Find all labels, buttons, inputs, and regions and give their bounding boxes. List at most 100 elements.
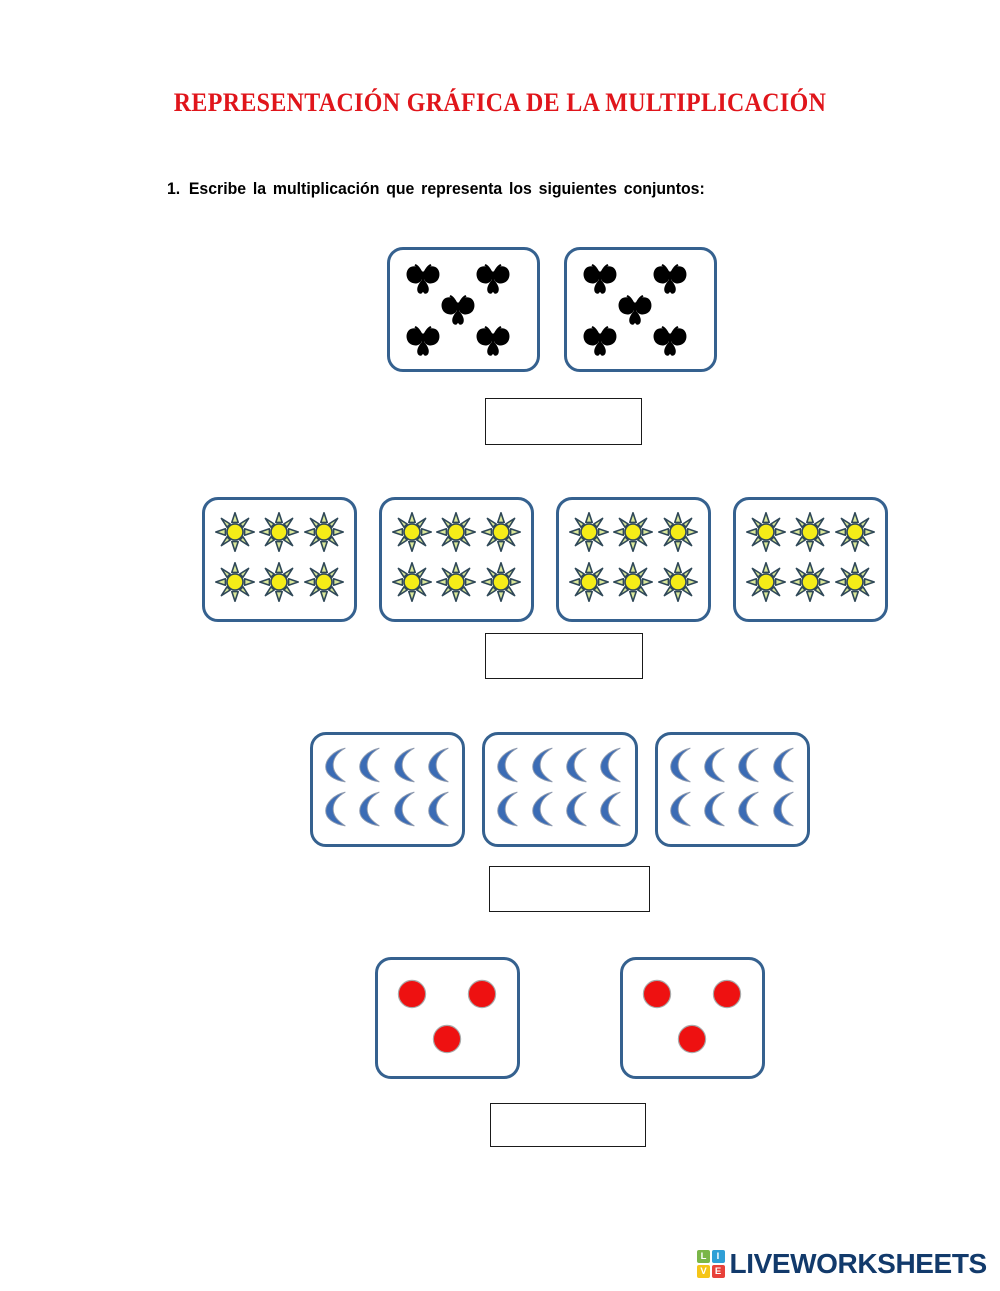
sun-icon bbox=[657, 561, 698, 607]
moon-icon bbox=[562, 790, 592, 833]
answer-box-suns[interactable] bbox=[485, 633, 643, 679]
sun-group-1 bbox=[202, 497, 357, 622]
sun-arrangement bbox=[559, 500, 708, 619]
butterfly-icon bbox=[581, 264, 619, 301]
butterfly-icon bbox=[404, 264, 442, 301]
logo-letter-i: I bbox=[711, 1250, 725, 1264]
butterfly-arrangement bbox=[390, 250, 537, 369]
circle-group-row bbox=[375, 957, 765, 1079]
sun-icon bbox=[259, 561, 300, 607]
sun-arrangement bbox=[382, 500, 531, 619]
answer-box-moons[interactable] bbox=[489, 866, 650, 912]
butterfly-icon bbox=[474, 264, 512, 301]
sun-icon bbox=[613, 512, 654, 557]
answer-box-butterflies[interactable] bbox=[485, 398, 642, 445]
circle-icon bbox=[431, 1023, 463, 1060]
circle-arrangement bbox=[623, 960, 762, 1076]
moon-icon bbox=[666, 746, 696, 789]
moon-icon bbox=[666, 790, 696, 833]
sun-icon bbox=[303, 561, 344, 607]
logo-letter-v: V bbox=[697, 1264, 710, 1278]
moon-icon bbox=[700, 790, 730, 833]
butterfly-group-1 bbox=[387, 247, 540, 372]
moon-icon bbox=[528, 790, 558, 833]
sun-group-4 bbox=[733, 497, 888, 622]
logo-wordmark: LIVEWORKSHEETS bbox=[729, 1248, 988, 1279]
instruction-line: 1. Escribe la multiplicación que represe… bbox=[167, 180, 801, 199]
moon-icon bbox=[390, 746, 420, 789]
butterfly-icon bbox=[651, 326, 689, 363]
instruction-text: Escribe la multiplicación que representa… bbox=[188, 180, 705, 198]
sun-icon bbox=[790, 561, 831, 607]
moon-icon bbox=[321, 790, 351, 833]
moon-group-2 bbox=[482, 732, 638, 847]
moon-icon bbox=[528, 746, 558, 789]
butterfly-icon bbox=[651, 264, 689, 301]
liveworksheets-mark-icon: L I V E bbox=[697, 1250, 725, 1278]
sun-group-row bbox=[200, 497, 890, 622]
sun-arrangement bbox=[205, 500, 354, 619]
answer-box-circles[interactable] bbox=[490, 1103, 646, 1147]
butterfly-icon bbox=[404, 326, 442, 363]
circle-group-2 bbox=[620, 957, 765, 1079]
moon-icon bbox=[355, 746, 385, 789]
moon-icon bbox=[769, 790, 799, 833]
moon-group-row bbox=[310, 732, 810, 847]
moon-icon bbox=[562, 746, 592, 789]
page-title: REPRESENTACIÓN GRÁFICA DE LA MULTIPLICAC… bbox=[173, 88, 827, 117]
sun-icon bbox=[834, 561, 875, 607]
sun-icon bbox=[436, 512, 477, 557]
moon-icon bbox=[493, 790, 523, 833]
butterfly-icon bbox=[474, 326, 512, 363]
butterfly-group-2 bbox=[564, 247, 717, 372]
moon-icon bbox=[493, 746, 523, 789]
moon-icon bbox=[355, 790, 385, 833]
logo-letter-l: L bbox=[697, 1250, 710, 1264]
moon-icon bbox=[321, 746, 351, 789]
sun-icon bbox=[569, 512, 610, 557]
butterfly-icon bbox=[439, 295, 477, 332]
logo-letter-e: E bbox=[711, 1264, 725, 1278]
butterfly-arrangement bbox=[567, 250, 714, 369]
circle-icon bbox=[396, 978, 428, 1015]
moon-icon bbox=[596, 790, 626, 833]
moon-icon bbox=[734, 746, 764, 789]
sun-icon bbox=[569, 561, 610, 607]
circle-icon bbox=[641, 978, 673, 1015]
sun-icon bbox=[303, 512, 344, 557]
sun-icon bbox=[657, 512, 698, 557]
moon-icon bbox=[424, 790, 454, 833]
sun-arrangement bbox=[736, 500, 885, 619]
liveworksheets-logo[interactable]: L I V E LIVEWORKSHEETS bbox=[697, 1248, 987, 1280]
circle-arrangement bbox=[378, 960, 517, 1076]
sun-icon bbox=[392, 512, 433, 557]
butterfly-group-row bbox=[387, 247, 717, 372]
sun-group-2 bbox=[379, 497, 534, 622]
circle-group-1 bbox=[375, 957, 520, 1079]
sun-icon bbox=[215, 561, 256, 607]
sun-icon bbox=[480, 561, 521, 607]
sun-icon bbox=[259, 512, 300, 557]
sun-icon bbox=[746, 512, 787, 557]
moon-group-3 bbox=[654, 732, 810, 847]
moon-icon bbox=[700, 746, 730, 789]
moon-icon bbox=[424, 746, 454, 789]
moon-icon bbox=[596, 746, 626, 789]
sun-icon bbox=[392, 561, 433, 607]
circle-icon bbox=[711, 978, 743, 1015]
sun-icon bbox=[790, 512, 831, 557]
butterfly-icon bbox=[581, 326, 619, 363]
moon-icon bbox=[734, 790, 764, 833]
moon-arrangement bbox=[313, 735, 462, 844]
moon-icon bbox=[769, 746, 799, 789]
moon-group-1 bbox=[310, 732, 466, 847]
sun-icon bbox=[436, 561, 477, 607]
sun-icon bbox=[215, 512, 256, 557]
moon-icon bbox=[390, 790, 420, 833]
sun-group-3 bbox=[556, 497, 711, 622]
sun-icon bbox=[834, 512, 875, 557]
circle-icon bbox=[676, 1023, 708, 1060]
moon-arrangement bbox=[658, 735, 807, 844]
sun-icon bbox=[480, 512, 521, 557]
sun-icon bbox=[746, 561, 787, 607]
